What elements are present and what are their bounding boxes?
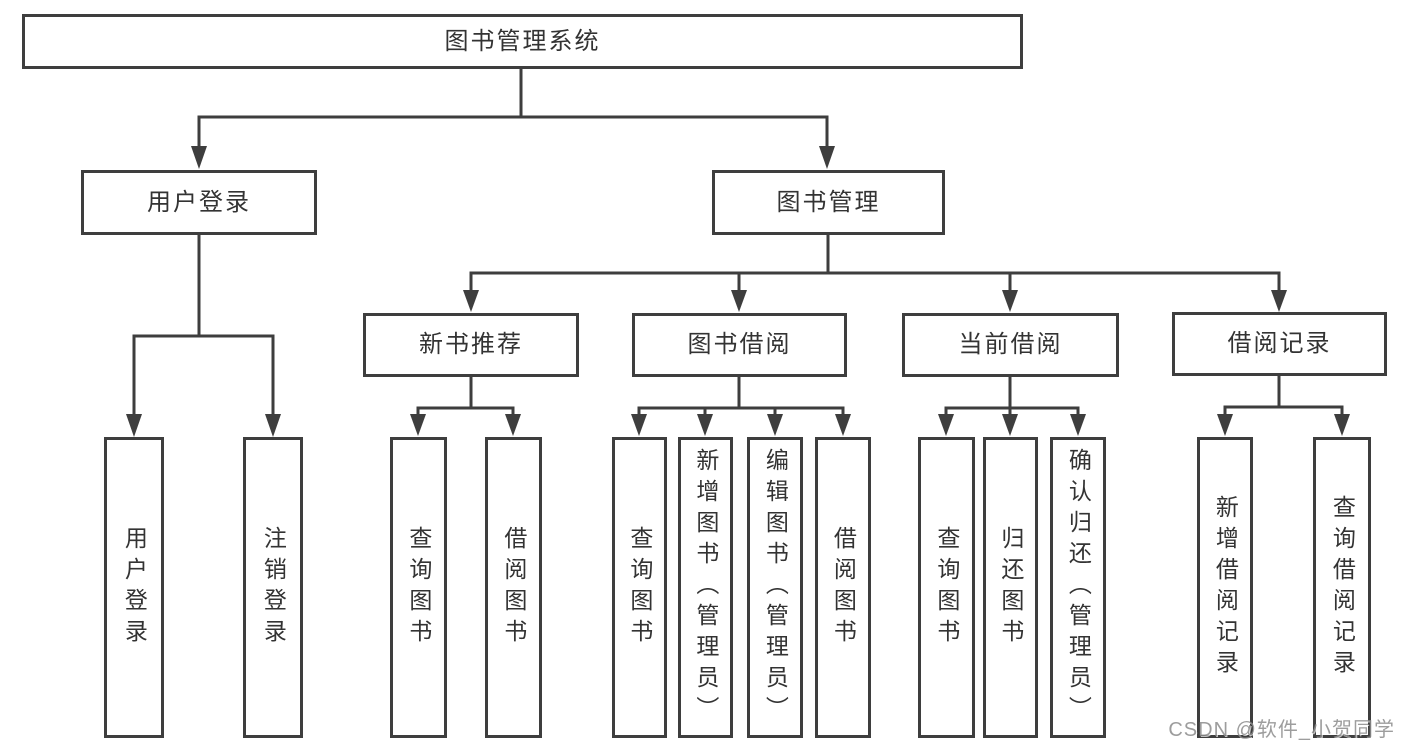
- node-book-borrowing: 图书借阅: [632, 313, 847, 377]
- connector-new-book-branch: [410, 376, 521, 436]
- leaf-newbook-query-books: 查询图书: [390, 437, 447, 738]
- leaf-current-confirm-return-admin: 确认归还（管理员）: [1050, 437, 1106, 738]
- arrow-down-icon: [731, 290, 747, 312]
- leaf-borrow-add-books-admin: 新增图书（管理员）: [678, 437, 733, 738]
- node-new-book-recommendation: 新书推荐: [363, 313, 579, 377]
- leaf-newbook-borrow-books: 借阅图书: [485, 437, 542, 738]
- node-borrowing-records: 借阅记录: [1172, 312, 1387, 376]
- leaf-borrow-edit-books-admin: 编辑图书（管理员）: [747, 437, 803, 738]
- arrow-down-icon: [1002, 414, 1018, 436]
- arrow-down-icon: [1334, 414, 1350, 436]
- node-user-login: 用户登录: [81, 170, 317, 235]
- arrow-down-icon: [126, 414, 142, 437]
- connector-root-to-level2: [191, 68, 835, 169]
- leaf-logout: 注销登录: [243, 437, 303, 738]
- arrow-down-icon: [938, 414, 954, 436]
- node-book-management: 图书管理: [712, 170, 945, 235]
- leaf-user-login: 用户登录: [104, 437, 164, 738]
- node-root: 图书管理系统: [22, 14, 1023, 69]
- arrow-down-icon: [697, 414, 713, 436]
- leaf-records-add-record: 新增借阅记录: [1197, 437, 1253, 738]
- arrow-down-icon: [191, 146, 207, 169]
- arrow-down-icon: [505, 414, 521, 436]
- arrow-down-icon: [1271, 290, 1287, 312]
- connector-user-login-branch: [126, 234, 281, 437]
- arrow-down-icon: [1217, 414, 1233, 436]
- arrow-down-icon: [463, 290, 479, 312]
- arrow-down-icon: [1002, 290, 1018, 312]
- arrow-down-icon: [631, 414, 647, 436]
- arrow-down-icon: [410, 414, 426, 436]
- arrow-down-icon: [265, 414, 281, 437]
- arrow-down-icon: [767, 414, 783, 436]
- connector-current-borrowing-branch: [938, 376, 1086, 436]
- leaf-current-return-books: 归还图书: [983, 437, 1038, 738]
- node-current-borrowing: 当前借阅: [902, 313, 1119, 377]
- leaf-current-query-books: 查询图书: [918, 437, 975, 738]
- connector-borrowing-records-branch: [1217, 375, 1350, 436]
- leaf-borrow-query-books: 查询图书: [612, 437, 667, 738]
- arrow-down-icon: [819, 146, 835, 169]
- arrow-down-icon: [1070, 414, 1086, 436]
- leaf-records-query-record: 查询借阅记录: [1313, 437, 1371, 738]
- leaf-borrow-borrow-books: 借阅图书: [815, 437, 871, 738]
- arrow-down-icon: [835, 414, 851, 436]
- connector-book-management-branch: [463, 234, 1287, 312]
- connector-book-borrowing-branch: [631, 376, 851, 436]
